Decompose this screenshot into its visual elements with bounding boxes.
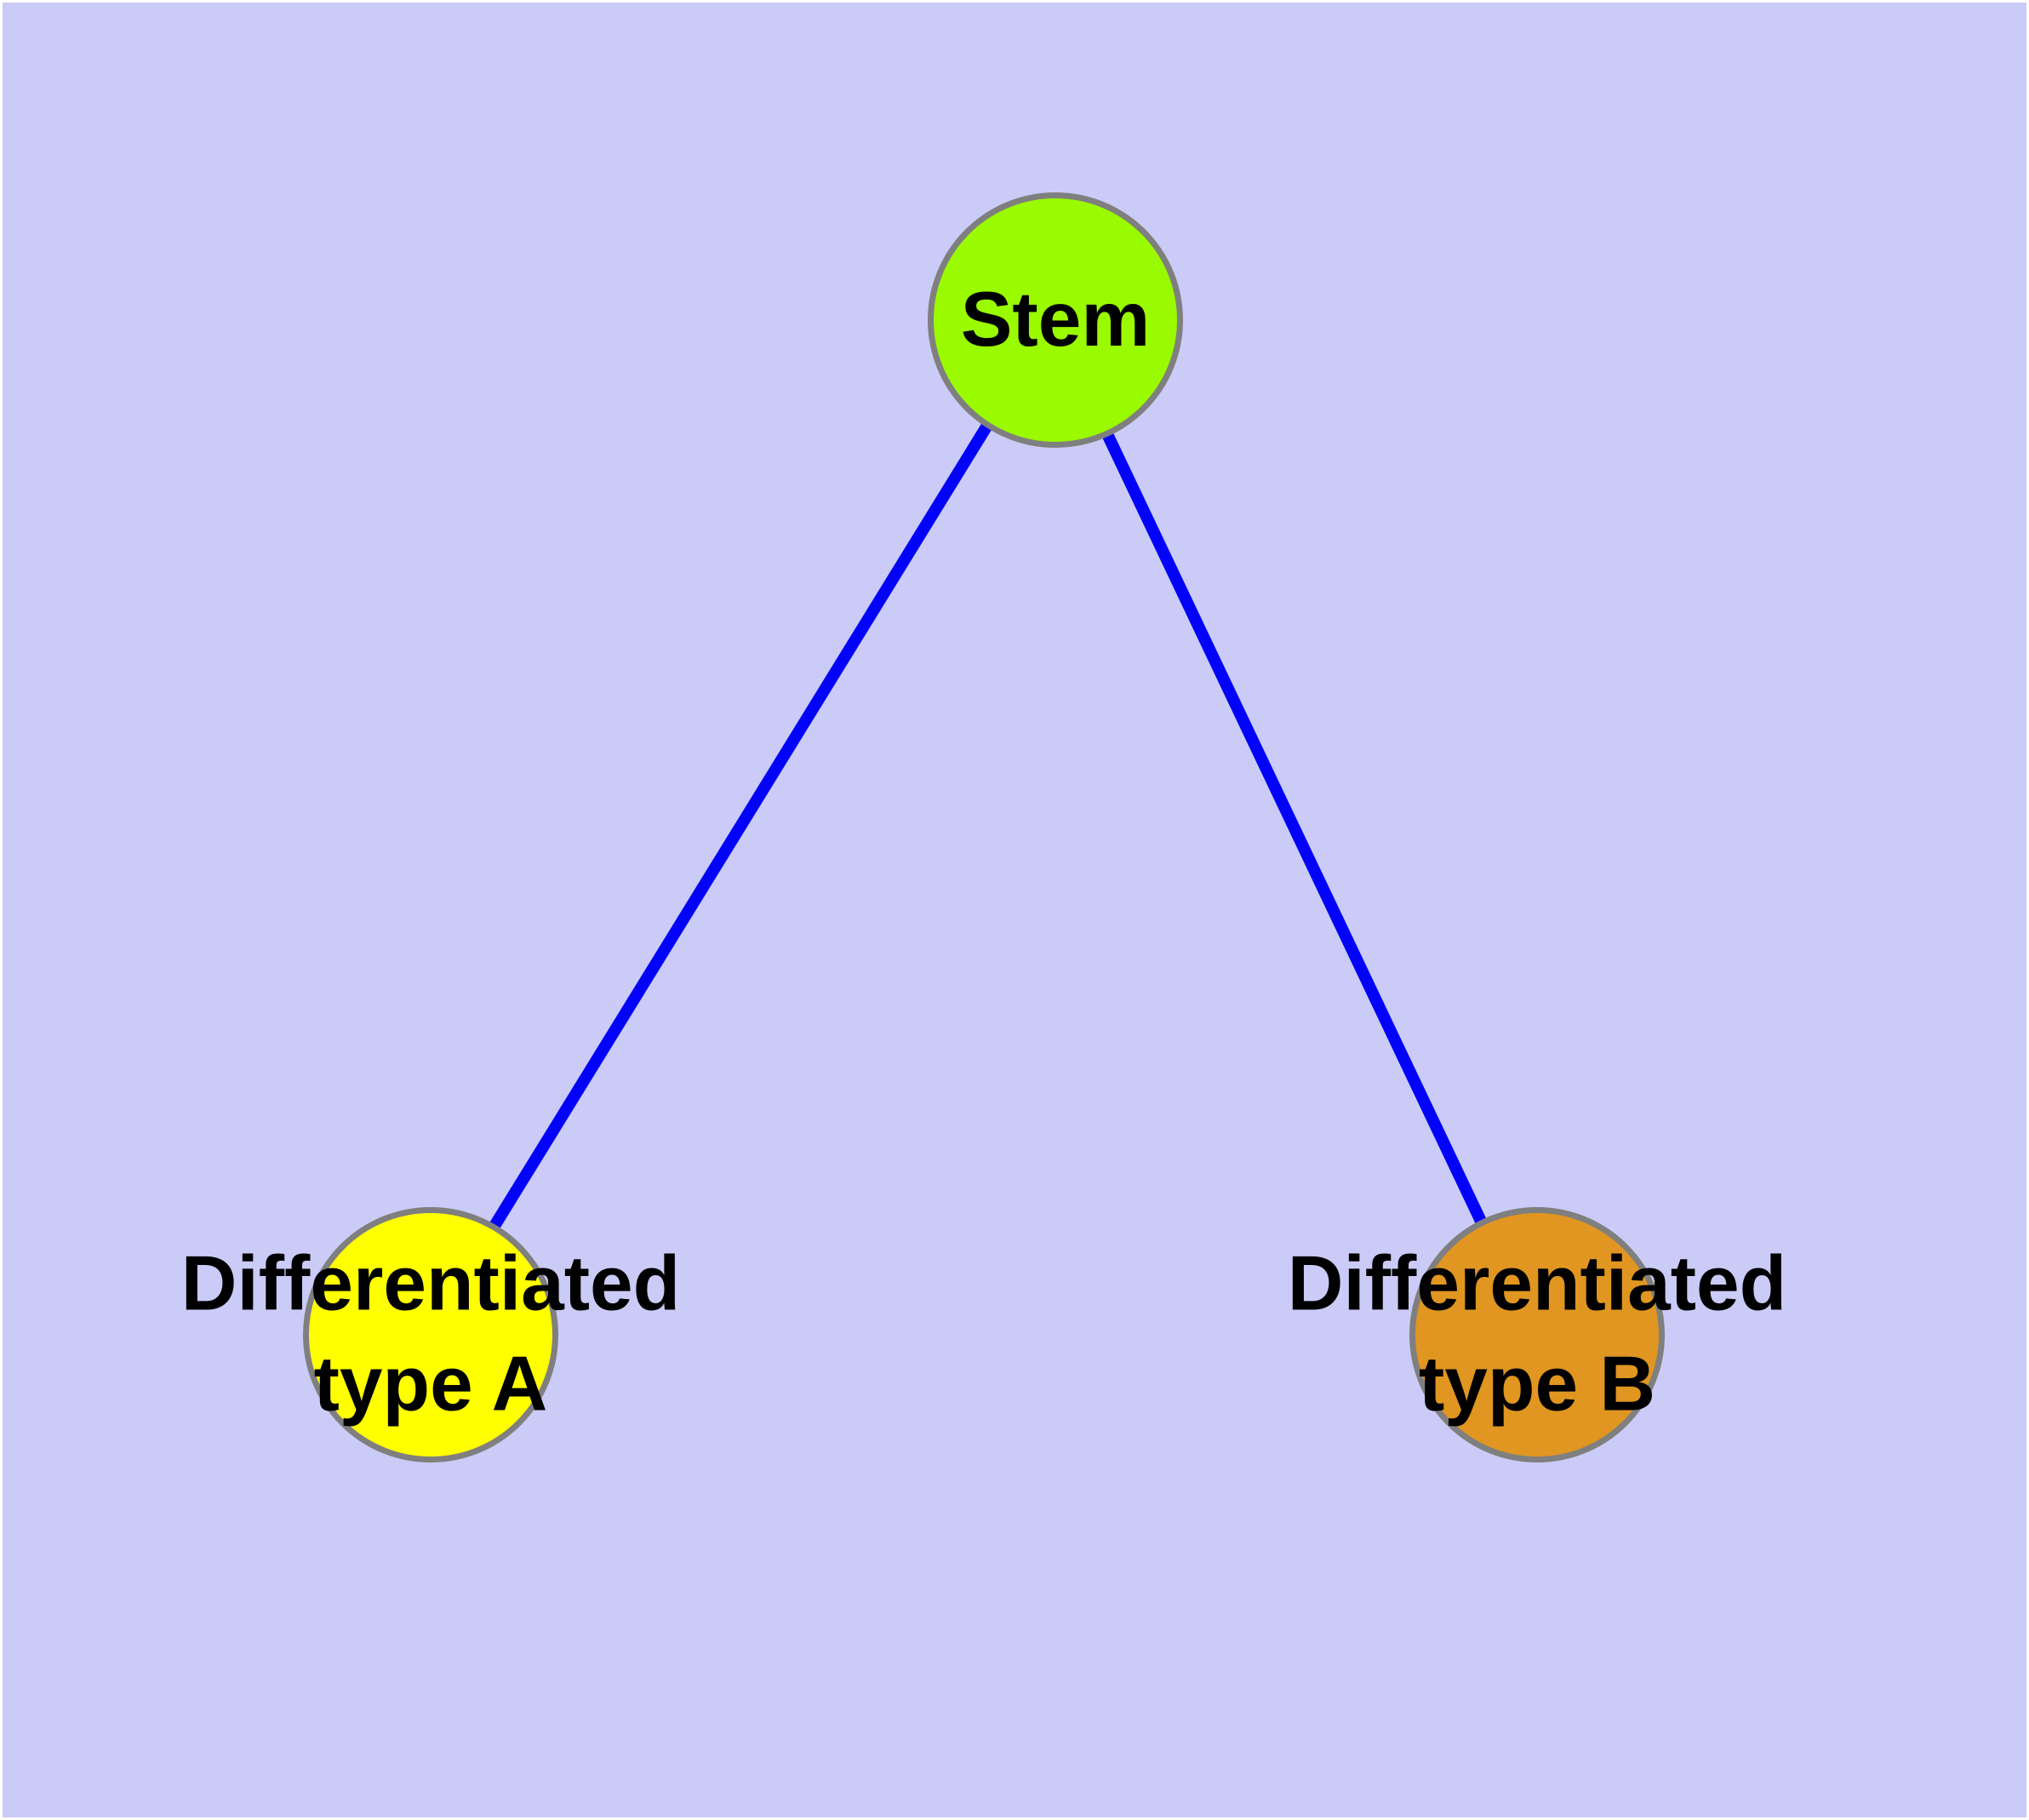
edge-stem-to-type-a — [424, 316, 1058, 1335]
node-stem-label: Stem — [960, 276, 1151, 363]
node-stem: Stem — [928, 192, 1183, 448]
node-differentiated-type-a: Differentiated type A — [181, 1207, 680, 1462]
node-differentiated-type-b: Differentiated type B — [1288, 1207, 1786, 1462]
edge-stem-to-type-b — [1047, 316, 1539, 1334]
node-differentiated-type-a-label: Differentiated type A — [180, 1240, 681, 1428]
edge-layer — [424, 316, 1539, 1335]
node-differentiated-type-b-label: Differentiated type B — [1287, 1240, 1787, 1428]
